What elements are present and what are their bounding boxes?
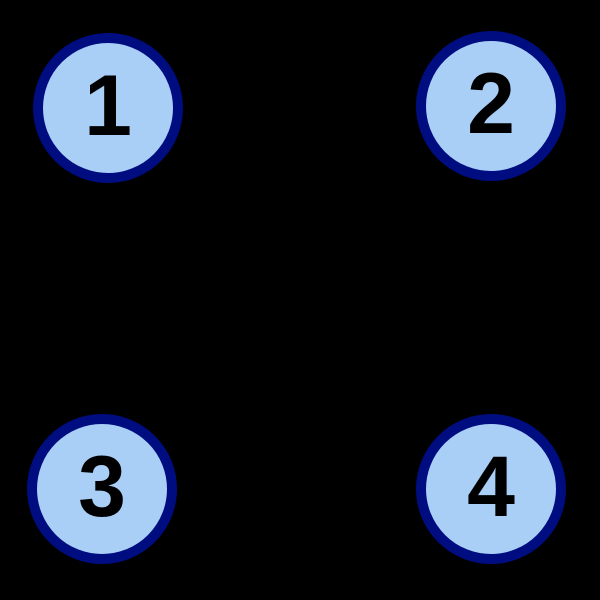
node-label-2: 2 [467,56,515,152]
node-label-4: 4 [467,439,515,535]
graph-node-4: 4 [416,414,566,564]
graph-node-3: 3 [27,414,177,564]
node-label-3: 3 [78,439,126,535]
node-label-1: 1 [84,58,132,154]
graph-node-2: 2 [416,31,566,181]
graph-node-1: 1 [33,33,183,183]
